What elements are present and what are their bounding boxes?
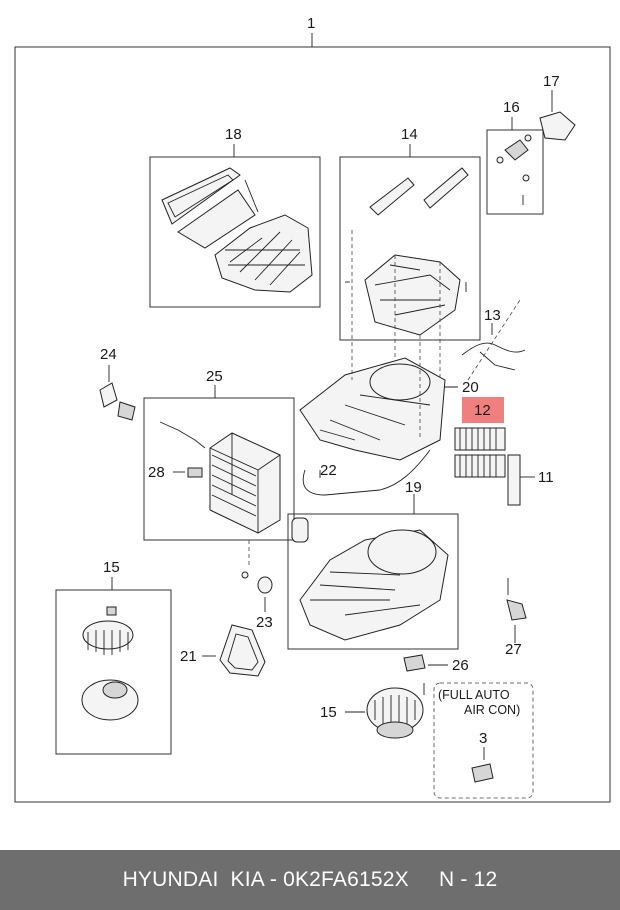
- callout-20: 20: [462, 379, 479, 396]
- callout-14: 14: [401, 126, 418, 143]
- part-15-left-box: [55, 589, 172, 755]
- note-full-auto: (FULL AUTO: [438, 688, 510, 702]
- parts-diagram: 1 18 14 16 17 13 24: [14, 15, 611, 803]
- part-15-blower-motor-bottom: [366, 687, 424, 739]
- callout-18: 18: [225, 126, 242, 143]
- part-23-motor-mount: [257, 576, 273, 594]
- part-21-seal-ring: [291, 517, 309, 543]
- part-19-blower-case: [299, 529, 449, 641]
- part-3-module: [471, 763, 494, 783]
- part-25-box: [143, 397, 295, 541]
- callout-22: 22: [320, 462, 337, 479]
- callout-12: 12: [474, 402, 491, 419]
- part-11-filter-cover: [507, 454, 521, 506]
- part-13-wire-harness: [461, 342, 526, 371]
- callout-17: 17: [543, 73, 560, 90]
- callout-21: 21: [180, 648, 197, 665]
- part-16-box: [486, 129, 544, 215]
- callout-19: 19: [405, 479, 422, 496]
- part-25-evaporator: [159, 421, 281, 534]
- part-18-box: [149, 156, 321, 308]
- callout-13: 13: [484, 307, 501, 324]
- callout-24: 24: [100, 346, 117, 363]
- part-27-sensor: [506, 599, 527, 621]
- callout-15-bottom: 15: [320, 704, 337, 721]
- part-21-gasket: [219, 624, 266, 677]
- full-auto-aircon-box: [433, 682, 534, 799]
- footer-bar: HYUNDAI KIA - 0K2FA6152X N - 12: [0, 850, 620, 910]
- part-17-actuator: [539, 111, 576, 141]
- part-15-blower-motor-left: [81, 606, 139, 721]
- part-22-drain-hose: [302, 449, 431, 496]
- part-24-grommet: [99, 382, 118, 408]
- callout-27: 27: [505, 641, 522, 658]
- footer-part-number: HYUNDAI KIA - 0K2FA6152X N - 12: [122, 868, 498, 891]
- callout-1: 1: [307, 15, 315, 32]
- callout-26: 26: [452, 657, 469, 674]
- part-18-duct: [161, 167, 313, 293]
- main-assembly-frame: [14, 46, 611, 803]
- callout-12-highlight: [462, 397, 504, 423]
- callout-23: 23: [256, 614, 273, 631]
- callout-28: 28: [148, 464, 165, 481]
- part-26-resistor: [403, 654, 426, 672]
- part-12-cabin-filter: [454, 427, 506, 478]
- callout-16: 16: [503, 99, 520, 116]
- note-air-con: AIR CON): [464, 703, 520, 717]
- part-19-box: [287, 513, 459, 650]
- part-14-housing: [345, 167, 469, 336]
- callout-11: 11: [538, 469, 554, 486]
- callout-3: 3: [479, 730, 487, 747]
- part-16-actuator: [496, 134, 532, 205]
- callout-15-left: 15: [103, 559, 120, 576]
- part-20-upper-case: [299, 357, 446, 461]
- part-28-valve: [187, 467, 203, 478]
- callout-25: 25: [206, 368, 223, 385]
